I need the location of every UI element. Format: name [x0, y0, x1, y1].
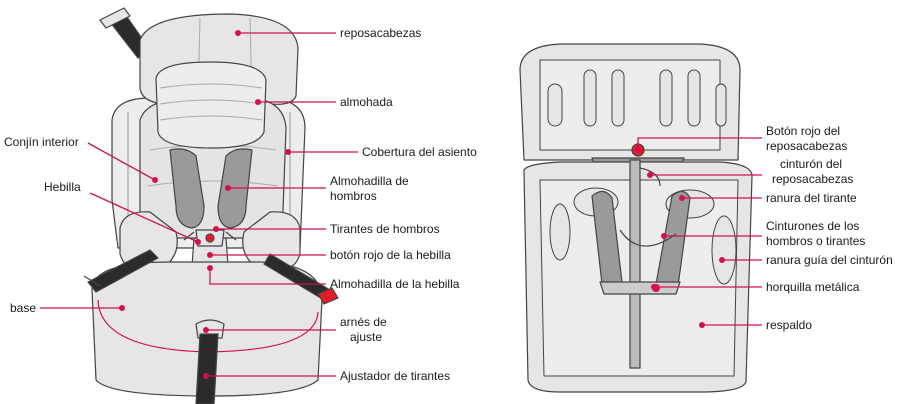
metal-fork	[599, 281, 681, 295]
belt-clip	[317, 287, 339, 305]
buckle-red-button	[205, 233, 215, 243]
label-strap-adjuster: Ajustador de tirantes	[340, 369, 451, 383]
back-view	[519, 43, 753, 393]
label-harness-adjust-1: arnés de	[340, 315, 387, 329]
front-view	[83, 7, 339, 404]
label-headrest-belt-2: reposacabezas	[772, 172, 854, 186]
label-buckle: Hebilla	[44, 180, 81, 194]
label-headrest-red-button-1: Botón rojo del	[766, 124, 841, 138]
label-shoulder-pad-1: Almohadilla de	[330, 174, 409, 188]
label-buckle-pad: Almohadilla de la hebilla	[330, 277, 460, 291]
label-shoulder-pad-2: hombros	[330, 189, 377, 203]
label-seat-cover: Cobertura del asiento	[362, 145, 477, 159]
label-backrest: respaldo	[766, 318, 813, 332]
label-buckle-red-button: botón rojo de la hebilla	[330, 248, 451, 262]
label-metal-fork: horquilla metálica	[766, 280, 860, 294]
shoulder-pad-left	[169, 148, 205, 229]
lap-belt-left	[87, 249, 159, 293]
label-headrest-red-button-2: reposacabezas	[766, 139, 848, 153]
adjuster-strap	[195, 333, 219, 404]
label-shoulder-straps: Tirantes de hombros	[330, 222, 440, 236]
label-inner-cushion: Conjín interior	[4, 135, 79, 149]
label-harness-adjust-2: ajuste	[350, 330, 383, 344]
label-strap-slot: ranura del tirante	[766, 191, 857, 205]
tether-hook	[99, 7, 131, 29]
pillow	[155, 61, 267, 149]
callout-lines	[40, 30, 762, 379]
label-headrest-belt-1: cinturón del	[780, 157, 843, 171]
label-belt-guide-slot: ranura guía del cinturón	[766, 253, 893, 267]
label-shoulder-belts-2: hombros o tirantes	[766, 234, 866, 248]
label-pillow: almohada	[340, 95, 393, 109]
label-headrest: reposacabezas	[340, 26, 422, 40]
label-shoulder-belts-1: Cinturones de los	[766, 219, 860, 233]
label-base: base	[10, 301, 37, 315]
metal-rod	[629, 159, 641, 369]
